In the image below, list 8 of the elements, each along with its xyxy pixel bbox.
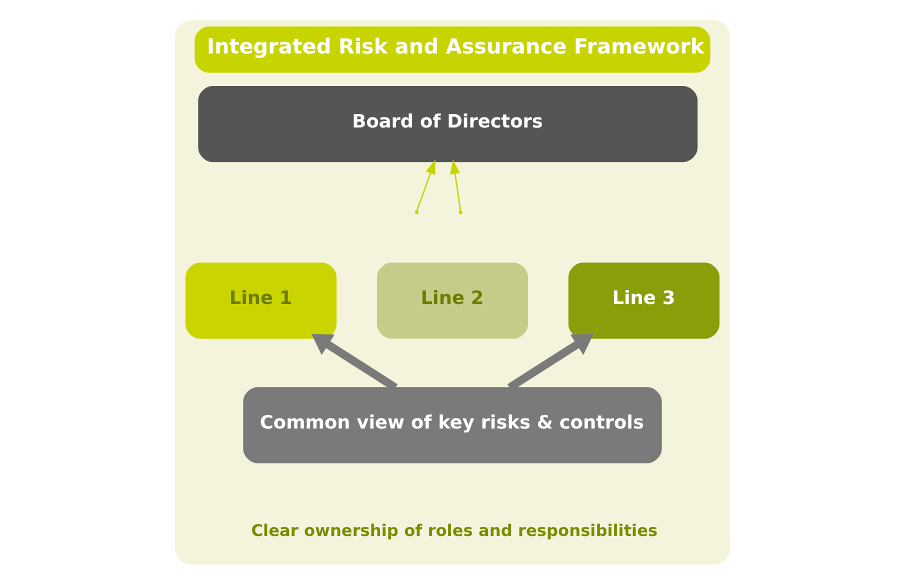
arrow [416,160,436,212]
node-box: Line 2 [376,262,528,339]
node-box: Line 1 [186,262,337,339]
node-box: Board of Directors [198,86,698,162]
node-box: Common view of key risks & controls [243,387,662,464]
node-box: Line 3 [568,262,720,339]
label: Clear ownership of roles and responsibilities [251,521,658,540]
arrow [450,160,462,211]
